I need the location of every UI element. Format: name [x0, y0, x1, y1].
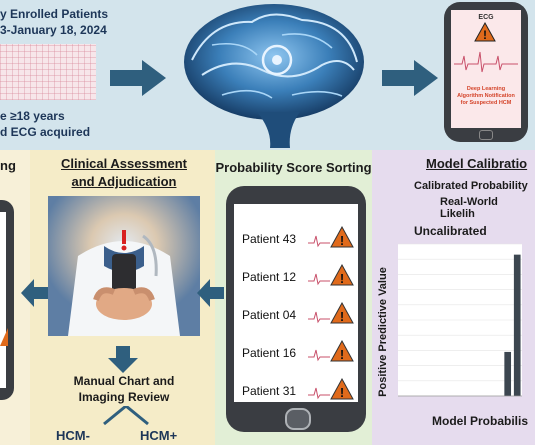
arrow-left-icon [197, 279, 224, 307]
svg-text:!: ! [483, 28, 487, 42]
criteria-line-1: e ≥18 years [0, 109, 65, 123]
warning-icon: ! [330, 226, 354, 248]
warning-icon: ! [330, 340, 354, 362]
warning-icon: ! [330, 302, 354, 324]
warning-icon: ! [330, 378, 354, 400]
ecg-trace-icon [308, 273, 330, 286]
enrolled-text: y Enrolled Patients 3-January 18, 2024 [0, 6, 130, 38]
patient-row[interactable]: Patient 12! [240, 262, 356, 292]
criteria-text: e ≥18 years d ECG acquired [0, 108, 130, 140]
home-button [285, 408, 311, 430]
patient-label: Patient 31 [242, 384, 297, 398]
bar [513, 254, 521, 396]
calibration-sub-2: Real-World Likelih [440, 196, 498, 220]
patient-label: Patient 12 [242, 270, 297, 284]
review-line-1: Manual Chart and [73, 374, 175, 388]
patient-label: Patient 04 [242, 308, 297, 322]
review-line-2: Imaging Review [78, 390, 170, 404]
bar [504, 351, 512, 396]
patient-row[interactable]: Patient 04! [240, 300, 356, 330]
warning-icon: ! [330, 264, 354, 286]
warning-icon: ! [474, 22, 496, 42]
svg-text:!: ! [340, 309, 344, 324]
arrow-left-icon [21, 279, 48, 307]
ecg-trace-icon [308, 235, 330, 248]
sorting-heading: Probability Score Sorting [215, 160, 372, 175]
svg-text:!: ! [340, 347, 344, 362]
enrolled-line-1: y Enrolled Patients [0, 7, 109, 21]
doctor-holding-phone-image [48, 196, 200, 336]
chart-xlabel: Model Probabilis [432, 414, 529, 428]
arrow-right-icon [382, 60, 438, 96]
home-button [479, 130, 493, 140]
split-arrows-icon [103, 406, 149, 426]
arrow-down-icon [108, 346, 138, 373]
ecg-trace-icon [308, 387, 330, 400]
patient-label: Patient 43 [242, 232, 297, 246]
hcm-negative: HCM- [56, 428, 90, 443]
svg-text:!: ! [340, 385, 344, 400]
hcm-positive: HCM+ [140, 428, 178, 443]
calibration-sub-1: Calibrated Probability [414, 180, 528, 192]
chart-title: Uncalibrated [414, 224, 487, 238]
svg-text:!: ! [340, 233, 344, 248]
phone-screen [0, 212, 6, 388]
patient-row[interactable]: Patient 16! [240, 338, 356, 368]
enrolled-line-2: 3-January 18, 2024 [0, 23, 107, 37]
ecg-trace-icon [308, 311, 330, 324]
notification-text: Deep Learning Algorithm Notification for… [457, 86, 515, 106]
arrow-right-icon [110, 60, 166, 96]
clinical-heading-2: and Adjudication [71, 174, 177, 189]
patient-label: Patient 16 [242, 346, 297, 360]
warning-icon [0, 328, 8, 346]
patient-row[interactable]: Patient 31! [240, 376, 356, 406]
ecg-trace-icon [308, 349, 330, 362]
calibration-chart [398, 243, 522, 397]
ecg-paper-image [0, 44, 96, 100]
phone-title: ECG [478, 14, 494, 21]
ecg-trace-icon [454, 51, 518, 73]
svg-text:!: ! [340, 271, 344, 286]
criteria-line-2: d ECG acquired [0, 125, 91, 139]
brain-icon [184, 4, 364, 148]
patient-row[interactable]: Patient 43! [240, 224, 356, 254]
chart-ylabel: Positive Predictive Value [377, 267, 389, 397]
left-heading: ng [0, 158, 16, 173]
calibration-heading: Model Calibratio [426, 156, 528, 171]
clinical-heading-1: Clinical Assessment [61, 156, 187, 171]
